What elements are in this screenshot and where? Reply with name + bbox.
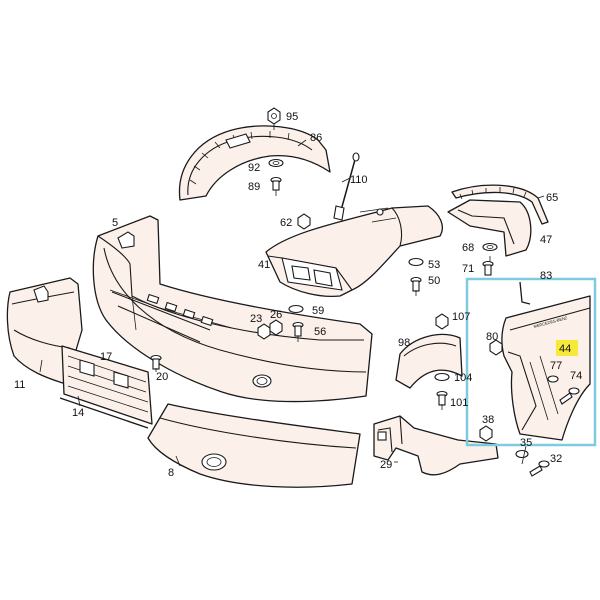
part-8-front-spoiler[interactable] xyxy=(147,403,361,488)
hardware-77-washer xyxy=(547,375,559,383)
hardware-59-washer xyxy=(288,304,304,314)
part-65-fender-flare[interactable] xyxy=(451,184,549,225)
callout-50: 50 xyxy=(428,275,440,287)
callout-86: 86 xyxy=(310,132,322,144)
part-47-fender-bracket[interactable] xyxy=(447,199,532,257)
hardware-92-washer xyxy=(268,158,284,168)
callout-80: 80 xyxy=(486,331,498,343)
hardware-56-screw xyxy=(292,321,304,337)
part-98-arch-panel[interactable] xyxy=(395,333,463,389)
callout-20: 20 xyxy=(156,371,168,383)
callout-56: 56 xyxy=(314,326,326,338)
callout-59: 59 xyxy=(312,305,324,317)
callout-17: 17 xyxy=(100,351,112,363)
callout-104: 104 xyxy=(454,372,472,384)
hardware-53-washer xyxy=(408,257,424,267)
callout-41: 41 xyxy=(258,259,270,271)
callout-38: 38 xyxy=(482,414,494,426)
callout-53: 53 xyxy=(428,259,440,271)
highlight-label-bg xyxy=(556,340,578,356)
hardware-71-screw xyxy=(482,260,494,276)
callout-92: 92 xyxy=(248,162,260,174)
highlight-box xyxy=(465,277,597,447)
hardware-32-screw xyxy=(529,460,550,477)
callout-29: 29 xyxy=(380,459,392,471)
hardware-107-nut xyxy=(435,313,449,330)
hardware-50-screw xyxy=(410,276,422,292)
callout-5: 5 xyxy=(112,217,118,229)
callout-68: 68 xyxy=(462,242,474,254)
part-41-front-carrier[interactable] xyxy=(265,205,443,298)
callout-83: 83 xyxy=(540,270,552,282)
callout-95: 95 xyxy=(286,111,298,123)
callout-62: 62 xyxy=(280,217,292,229)
hardware-74-screw xyxy=(559,387,580,405)
hardware-38-nut xyxy=(479,425,493,442)
hardware-104-washer xyxy=(434,372,450,382)
callout-47: 47 xyxy=(540,234,552,246)
callout-98: 98 xyxy=(398,337,410,349)
hardware-101-screw xyxy=(436,390,448,406)
callout-101: 101 xyxy=(450,397,468,409)
hardware-68-washer xyxy=(482,242,498,252)
leader-lines xyxy=(39,124,545,467)
part-14-grille-trim[interactable] xyxy=(59,397,149,429)
hardware-80-nut xyxy=(489,339,503,356)
part-110-rod[interactable] xyxy=(333,152,360,221)
callout-23: 23 xyxy=(250,313,262,325)
callout-74: 74 xyxy=(570,370,582,382)
callout-89: 89 xyxy=(248,181,260,193)
callout-44: 44 xyxy=(559,343,571,355)
callout-107: 107 xyxy=(452,311,470,323)
hardware-95-nut xyxy=(267,107,281,125)
callout-32: 32 xyxy=(550,453,562,465)
part-86-wheel-arch-liner[interactable] xyxy=(178,125,331,201)
hardware-20-screw xyxy=(150,354,162,370)
callout-8: 8 xyxy=(168,467,174,479)
hardware-26-nut xyxy=(269,319,283,336)
callout-65: 65 xyxy=(546,192,558,204)
part-44-mudguard[interactable]: MERCEDES-BENZ xyxy=(501,281,591,441)
callout-71: 71 xyxy=(462,263,474,275)
callout-110: 110 xyxy=(350,174,368,186)
part-29-tow-bracket[interactable] xyxy=(373,415,499,476)
hardware-89-screw xyxy=(270,176,282,191)
hardware-23-nut xyxy=(257,323,271,340)
callout-35: 35 xyxy=(520,437,532,449)
callout-11: 11 xyxy=(14,379,25,391)
callout-14: 14 xyxy=(72,407,84,419)
callout-77: 77 xyxy=(550,360,562,372)
hardware-62-nut xyxy=(297,213,311,230)
callout-labels: 95 86 92 89 110 65 47 5 62 68 71 83 41 5… xyxy=(14,111,582,479)
callout-26: 26 xyxy=(270,309,282,321)
hardware-35-washer xyxy=(515,449,529,459)
part-17-grille[interactable] xyxy=(61,345,153,425)
